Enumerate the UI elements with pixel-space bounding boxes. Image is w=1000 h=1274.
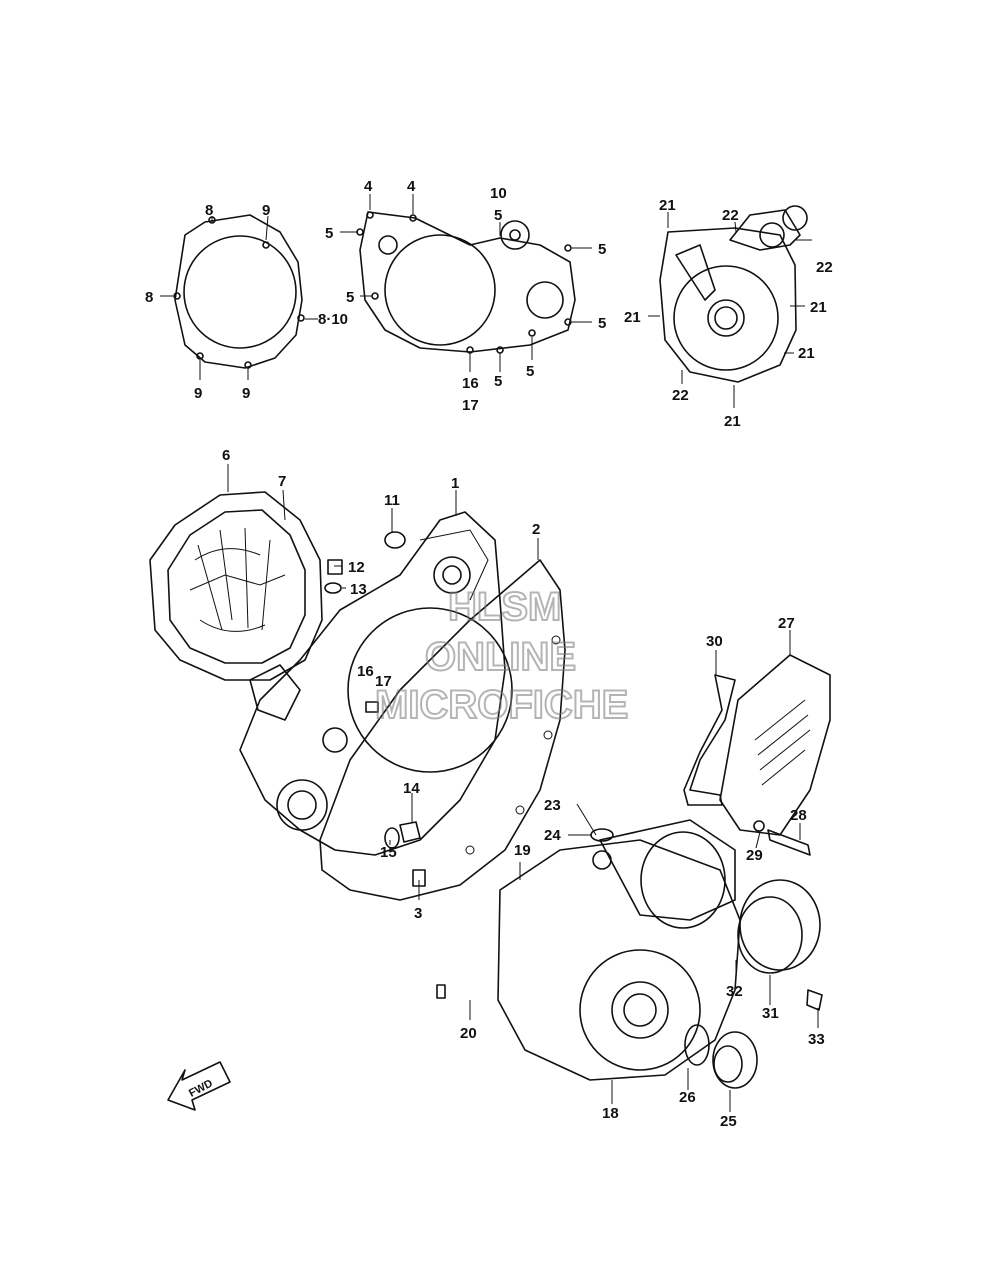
callout-c6: 9 bbox=[242, 385, 250, 402]
callout-c33: 13 bbox=[350, 581, 367, 598]
callout-c51: 18 bbox=[602, 1105, 619, 1122]
callout-c24: 21 bbox=[798, 345, 815, 362]
watermark: HLSM ONLINE MICROFICHE bbox=[374, 584, 629, 728]
callout-c38: 3 bbox=[414, 905, 422, 922]
watermark-line-3: MICROFICHE bbox=[375, 683, 628, 727]
callout-c27: 6 bbox=[222, 447, 230, 464]
clutch-cover bbox=[149, 491, 323, 681]
crankcase-cover-gasket bbox=[356, 211, 576, 354]
callout-c40: 27 bbox=[778, 615, 795, 632]
callout-c47: 31 bbox=[762, 1005, 779, 1022]
watermark-line-2: ONLINE bbox=[425, 635, 576, 679]
magneto-cover-gasket bbox=[659, 205, 808, 383]
callout-c19: 22 bbox=[722, 207, 739, 224]
callout-c49: 20 bbox=[460, 1025, 477, 1042]
callout-c13: 5 bbox=[598, 241, 606, 258]
callout-c45: 19 bbox=[514, 842, 531, 859]
callout-c10: 5 bbox=[494, 207, 502, 224]
callout-c43: 23 bbox=[544, 797, 561, 814]
callout-c25: 22 bbox=[672, 387, 689, 404]
sprocket-cover bbox=[683, 654, 831, 836]
forward-arrow-icon: FWD bbox=[167, 1061, 231, 1111]
callout-c37: 15 bbox=[380, 844, 397, 861]
callout-c16: 17 bbox=[462, 397, 479, 414]
callout-c48: 33 bbox=[808, 1031, 825, 1048]
callout-c44: 24 bbox=[544, 827, 561, 844]
callout-c52: 25 bbox=[720, 1113, 737, 1130]
callout-c17: 5 bbox=[494, 373, 502, 390]
callout-c21: 22 bbox=[816, 259, 833, 276]
callout-c31: 2 bbox=[532, 521, 540, 538]
watermark-line-1: HLSM bbox=[448, 585, 561, 629]
callout-c18: 5 bbox=[526, 363, 534, 380]
plug-and-oring bbox=[684, 1024, 758, 1089]
callout-c35: 17 bbox=[375, 673, 392, 690]
callout-c8: 4 bbox=[407, 178, 416, 195]
crankcase-gasket bbox=[319, 559, 566, 901]
crankcase-cover bbox=[239, 511, 513, 856]
callout-c39: 30 bbox=[706, 633, 723, 650]
magneto-cover bbox=[436, 819, 811, 1081]
callout-c30: 1 bbox=[451, 475, 459, 492]
callout-c9: 10 bbox=[490, 185, 507, 202]
callout-c26: 21 bbox=[724, 413, 741, 430]
callout-c14: 5 bbox=[598, 315, 606, 332]
callout-c36: 14 bbox=[403, 780, 420, 797]
callout-c2: 9 bbox=[262, 202, 270, 219]
callout-labels: 8 9 8 8·10 9 9 4 4 10 5 5 5 5 5 16 17 5 … bbox=[145, 178, 833, 1130]
clutch-cover-gasket bbox=[173, 214, 305, 369]
callout-c7: 4 bbox=[364, 178, 373, 195]
callout-c42: 29 bbox=[746, 847, 763, 864]
callout-c41: 28 bbox=[790, 807, 807, 824]
inspection-cap bbox=[737, 879, 823, 1011]
callout-c28: 7 bbox=[278, 473, 286, 490]
callout-c11: 5 bbox=[325, 225, 333, 242]
callout-c50: 26 bbox=[679, 1089, 696, 1106]
callout-c12: 5 bbox=[346, 289, 354, 306]
small-fasteners bbox=[324, 531, 426, 887]
callout-c23: 21 bbox=[810, 299, 827, 316]
callout-c5: 9 bbox=[194, 385, 202, 402]
callout-c4: 8·10 bbox=[318, 311, 348, 328]
callout-c15: 16 bbox=[462, 375, 479, 392]
callout-c46: 32 bbox=[726, 983, 743, 1000]
leader-lines bbox=[160, 194, 819, 1112]
callout-c22: 21 bbox=[624, 309, 641, 326]
callout-c20: 21 bbox=[659, 197, 676, 214]
callout-c34: 16 bbox=[357, 663, 374, 680]
callout-c3: 8 bbox=[145, 289, 153, 306]
callout-c32: 12 bbox=[348, 559, 365, 576]
callout-c1: 8 bbox=[205, 202, 213, 219]
callout-c29: 11 bbox=[384, 492, 400, 509]
